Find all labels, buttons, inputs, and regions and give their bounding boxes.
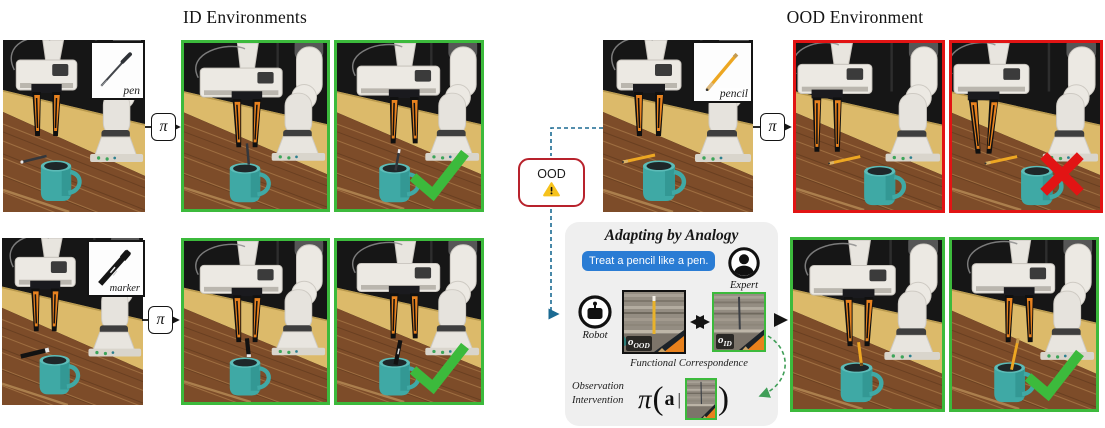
photo-ood-pencil-rollout-1 [793, 40, 945, 213]
inset-label: marker [109, 283, 140, 295]
marker-icon [98, 249, 132, 286]
robot-icon [578, 295, 612, 329]
check-icon [409, 149, 469, 201]
pi-symbol: π [156, 311, 165, 328]
photo-id-marker-rollout-1 [181, 238, 330, 405]
id-observation-image [714, 294, 764, 350]
pi-symbol: π [768, 118, 777, 135]
photo-id-pen-rollout-1 [181, 40, 330, 212]
obs-ood-label: oOOD [626, 336, 652, 351]
photo-adapted-rollout-1 [790, 237, 945, 412]
adapting-title: Adapting by Analogy [604, 227, 739, 244]
object-inset-pencil: pencil [692, 41, 753, 103]
policy-pi-box-pen: π [151, 113, 176, 141]
instruction-pill: Treat a pencil like a pen. [582, 251, 716, 272]
pen-icon [100, 52, 132, 87]
observation-ood-thumbnail: oOOD [622, 290, 686, 354]
object-inset-pen: pen [90, 41, 145, 100]
expert-label: Expert [730, 280, 758, 291]
policy-pi-box-ood: π [760, 113, 785, 141]
check-icon [1024, 349, 1084, 401]
inset-label: pen [123, 85, 140, 98]
section-title-ood: OOD Environment [786, 7, 924, 27]
formula-observation-thumbnail [684, 378, 717, 420]
object-inset-marker: marker [87, 240, 145, 297]
pi-symbol: π [159, 118, 168, 135]
robot-label: Robot [582, 330, 608, 341]
functional-correspondence-label: Functional Correspondence [630, 358, 748, 369]
intervened-observation-image [686, 380, 715, 418]
warning-icon [543, 181, 560, 197]
cross-icon [1040, 152, 1084, 196]
expert-icon [728, 247, 760, 279]
check-icon [409, 342, 469, 394]
adapting-by-analogy-box: Adapting by Analogy Treat a pencil like … [565, 222, 778, 426]
ood-badge-label: OOD [537, 167, 566, 182]
inset-label: pencil [719, 88, 748, 101]
photo-id-marker-rollout-2 [334, 238, 484, 405]
formula-pi: π [638, 383, 652, 414]
ood-badge: OOD [518, 158, 585, 207]
photo-adapted-rollout-2 [949, 237, 1099, 412]
formula-open-paren: ( [652, 380, 664, 417]
formula-close-paren: ) [717, 380, 729, 417]
formula-bar: | [677, 389, 681, 409]
observation-id-thumbnail: oID [712, 292, 766, 352]
observation-intervention-label: Observation Intervention [572, 381, 624, 406]
photo-id-pen-rollout-2 [334, 40, 484, 212]
obs-id-label: oID [716, 334, 734, 349]
photo-ood-pencil-rollout-2 [949, 40, 1103, 213]
pencil-icon [705, 52, 739, 92]
policy-formula: π ( a | ) [638, 374, 730, 424]
formula-action: a [664, 388, 675, 410]
section-title-id: ID Environments [182, 7, 308, 27]
policy-pi-box-marker: π [148, 306, 173, 334]
